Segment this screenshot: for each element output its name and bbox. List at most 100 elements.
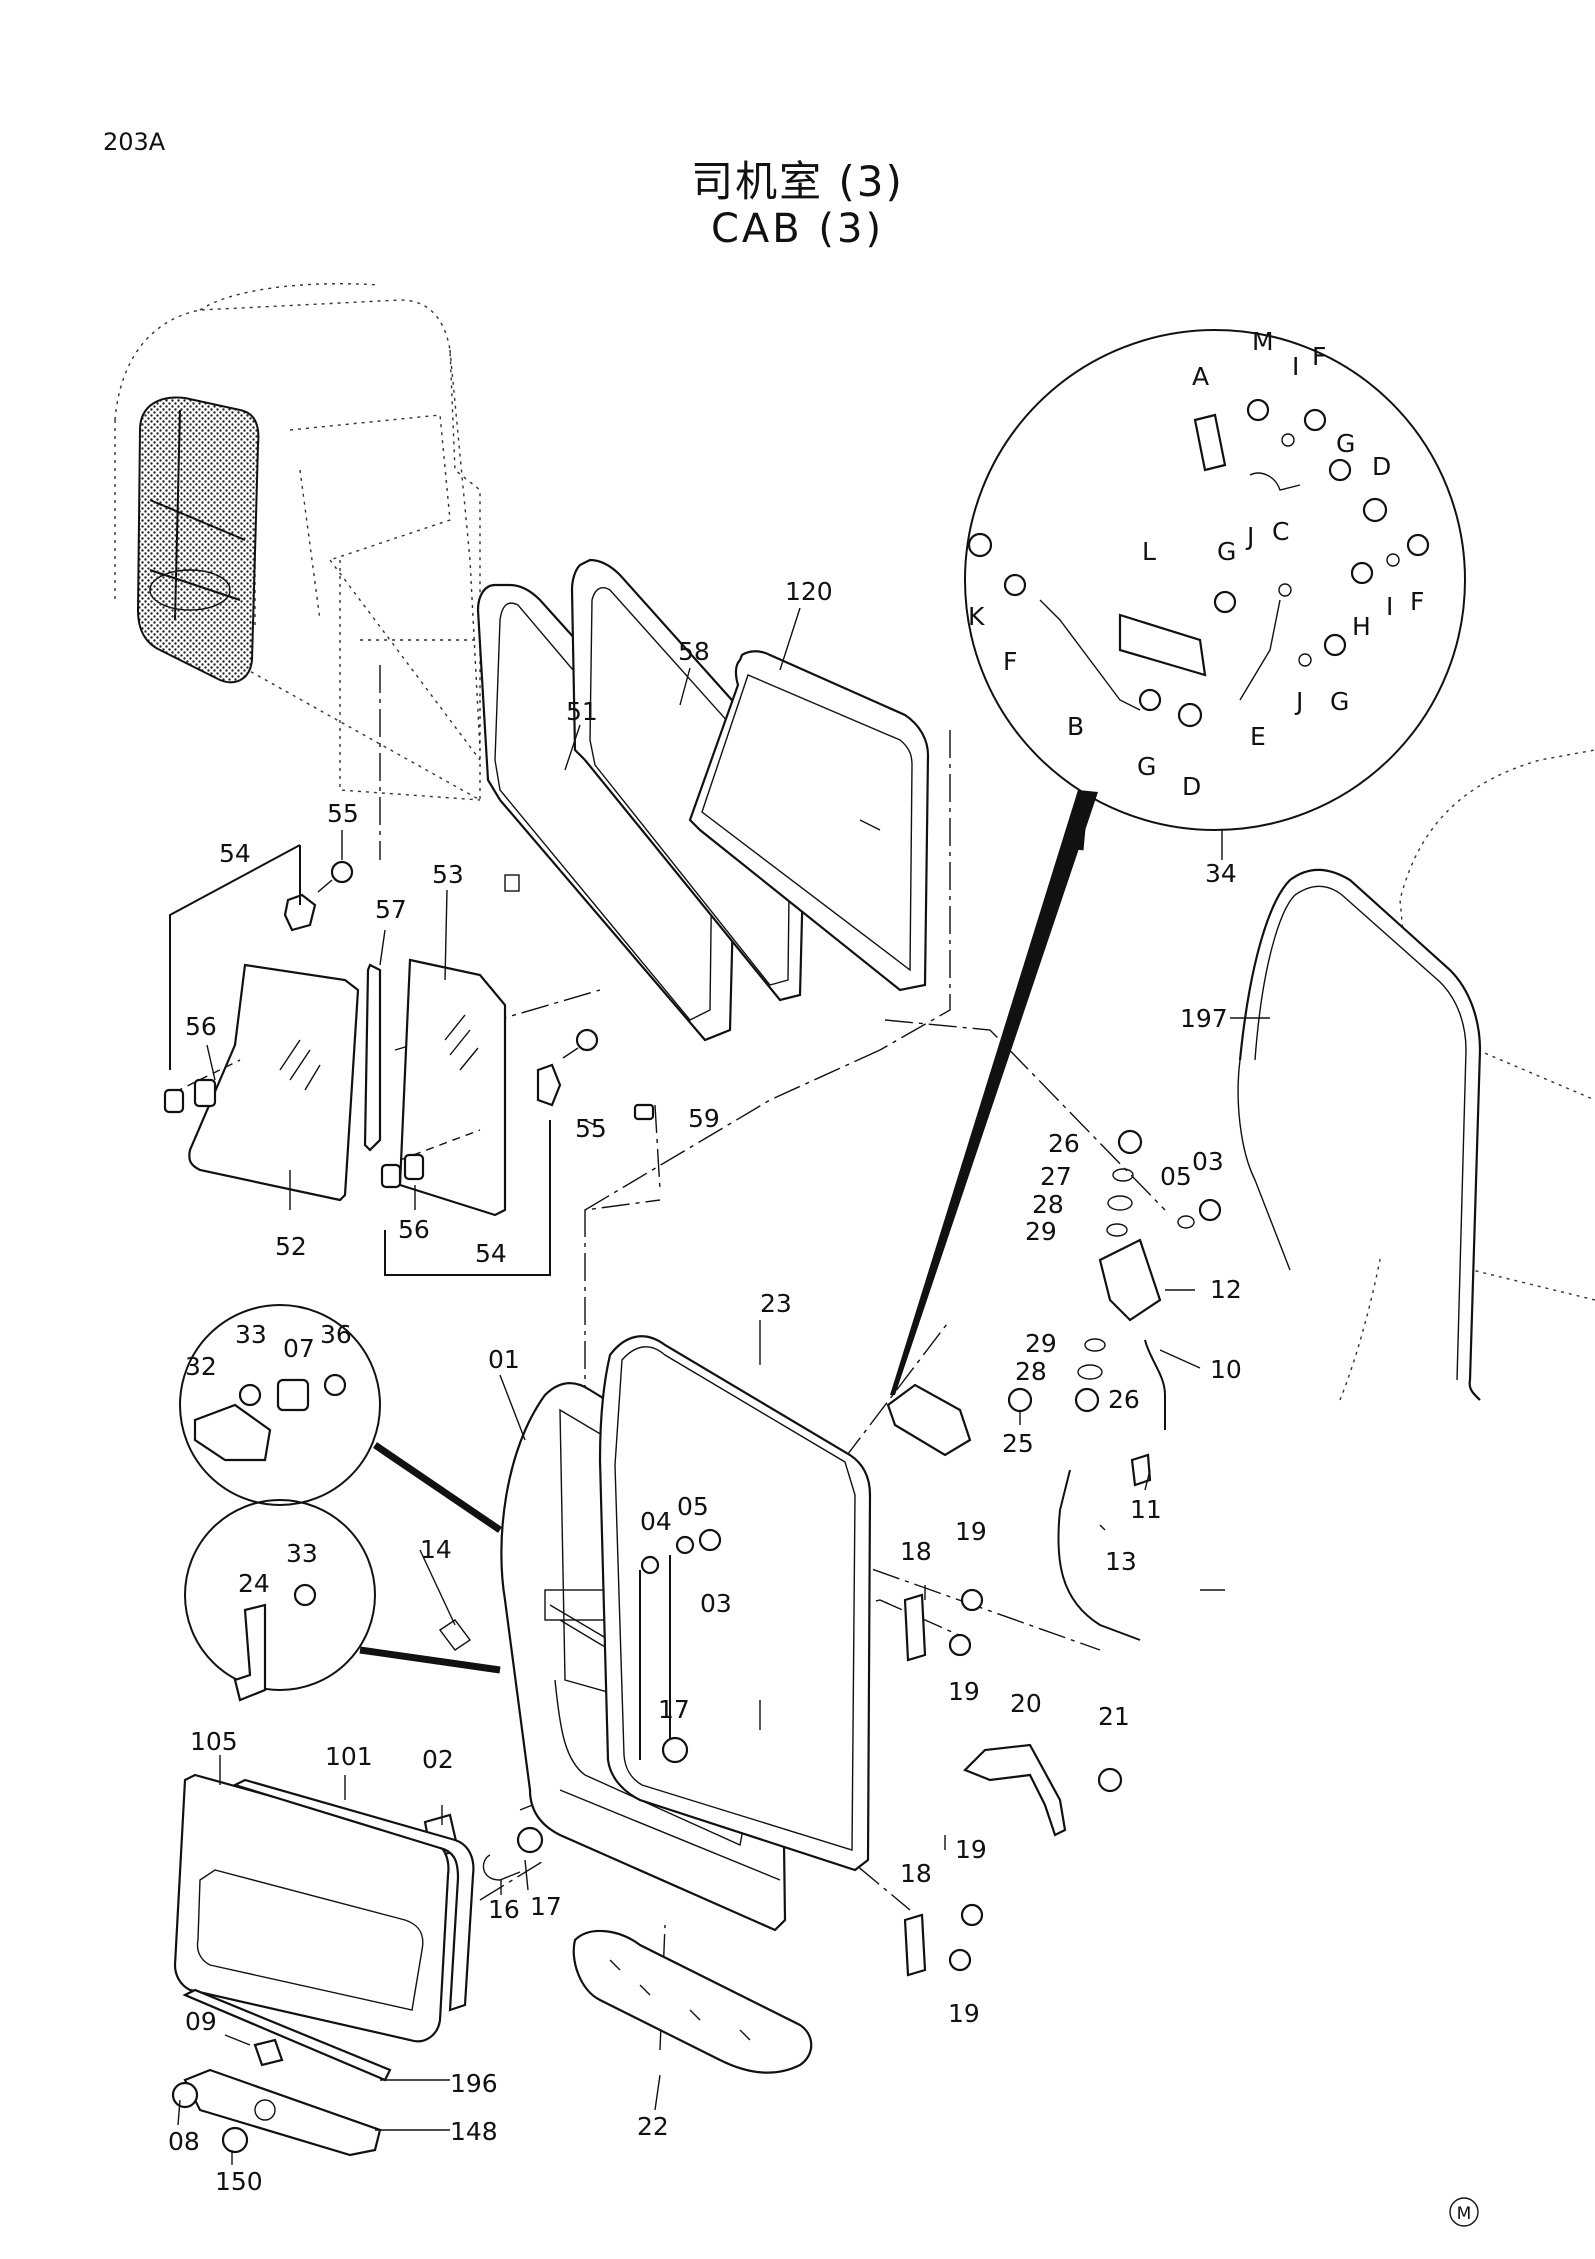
callout-02: 02 [422,1745,454,1774]
callout-22: 22 [637,2112,669,2141]
letter-G-4: G [1137,752,1156,781]
letter-A: A [1192,362,1209,391]
callout-59: 59 [688,1104,720,1133]
lower-window [171,1773,475,2157]
callout-05a: 05 [677,1492,709,1521]
clip-59 [633,1103,655,1121]
callout-18b: 18 [900,1859,932,1888]
pin-16 [482,1854,521,1881]
page-code: 203A [103,128,166,156]
callout-07: 07 [283,1334,315,1363]
letter-J-2: J [1294,687,1303,716]
hinges-and-handle [903,1588,1123,1977]
callout-33a: 33 [235,1320,267,1349]
callout-19c: 19 [955,1835,987,1864]
callout-26a: 26 [1048,1129,1080,1158]
seal-23 [598,1335,872,1872]
letter-F-1: F [1312,342,1326,371]
svg-text:M: M [1457,2204,1472,2224]
nut-17b [516,1826,544,1854]
lock-12 [1098,1238,1162,1322]
callout-105: 105 [190,1727,238,1756]
callout-150: 150 [215,2167,263,2196]
callout-03b: 03 [1192,1147,1224,1176]
window-frames [476,558,930,1042]
letter-I-2: I [1386,592,1393,621]
lock-assembly [886,1129,1222,1641]
callout-12: 12 [1210,1275,1242,1304]
screw-14 [438,1619,472,1651]
callout-55a: 55 [327,799,359,828]
letter-I-1: I [1292,352,1299,381]
callout-26b: 26 [1108,1385,1140,1414]
strip-196 [182,1988,392,2082]
callout-120: 120 [785,577,833,606]
letter-G-3: G [1330,687,1349,716]
callout-24: 24 [238,1569,270,1598]
m-mark: M [1449,2197,1479,2227]
seal-101 [232,1778,475,2012]
callout-54a: 54 [219,839,251,868]
callout-04: 04 [640,1507,672,1536]
callout-148: 148 [450,2117,498,2146]
latch-54b [536,1063,562,1107]
callout-29a: 29 [1025,1217,1057,1246]
callout-14: 14 [420,1535,452,1564]
callout-16: 16 [488,1895,520,1924]
letter-K: K [968,602,985,631]
callout-29b: 29 [1025,1329,1057,1358]
strip-57 [363,963,382,1152]
handle-20 [963,1743,1067,1837]
callout-57: 57 [375,895,407,924]
callout-56a: 56 [185,1012,217,1041]
callout-13: 13 [1105,1547,1137,1576]
rod-10 [1144,1339,1166,1430]
title-english: CAB (3) [710,206,885,252]
cable-13 [1057,1469,1141,1641]
letter-E: E [1250,722,1266,751]
bolt-21 [1097,1767,1123,1793]
callout-55b: 55 [575,1114,607,1143]
knob-08 [171,2081,199,2109]
latch-54a [283,893,317,932]
letter-G-2: G [1217,537,1236,566]
washer-05 [675,1535,695,1555]
callout-19a: 19 [955,1517,987,1546]
callout-10: 10 [1210,1355,1242,1384]
detail-circle-07 [179,1304,502,1533]
detail-circle-34 [890,329,1466,1395]
letter-F-3: F [1003,647,1017,676]
letter-M: M [1252,327,1274,356]
callout-51: 51 [566,697,598,726]
callout-197: 197 [1180,1004,1228,1033]
knob-150 [221,2126,249,2154]
seal-197-context [1237,749,1595,1401]
callout-28b: 28 [1015,1357,1047,1386]
letter-H: H [1352,612,1371,641]
callout-27: 27 [1040,1162,1072,1191]
detail-letters: M I F A G D C L G J H I F K F B J G E G … [968,327,1424,801]
striker [886,1383,972,1457]
leader-lines [177,607,1270,2165]
letter-L: L [1142,537,1156,566]
callout-54b: 54 [475,1239,507,1268]
letter-F-2: F [1410,587,1424,616]
callout-25: 25 [1002,1429,1034,1458]
door-assembly [500,1335,872,1932]
callout-labels: 120 58 51 53 55 54 57 56 55 59 52 56 54 … [168,577,1242,2196]
callout-18a: 18 [900,1537,932,1566]
callout-05b: 05 [1160,1162,1192,1191]
knob-09 [253,2038,284,2067]
bolt-25 [1007,1387,1033,1413]
callout-21: 21 [1098,1702,1130,1731]
callout-09: 09 [185,2007,217,2036]
bolt-55b [575,1028,599,1052]
title-chinese: 司机室 (3) [691,157,904,206]
cab-outline-context [114,283,481,801]
window-52 [188,963,360,1202]
callout-33b: 33 [286,1539,318,1568]
letter-D-1: D [1372,452,1391,481]
callout-17a: 17 [658,1695,690,1724]
clip-11 [1130,1453,1152,1487]
